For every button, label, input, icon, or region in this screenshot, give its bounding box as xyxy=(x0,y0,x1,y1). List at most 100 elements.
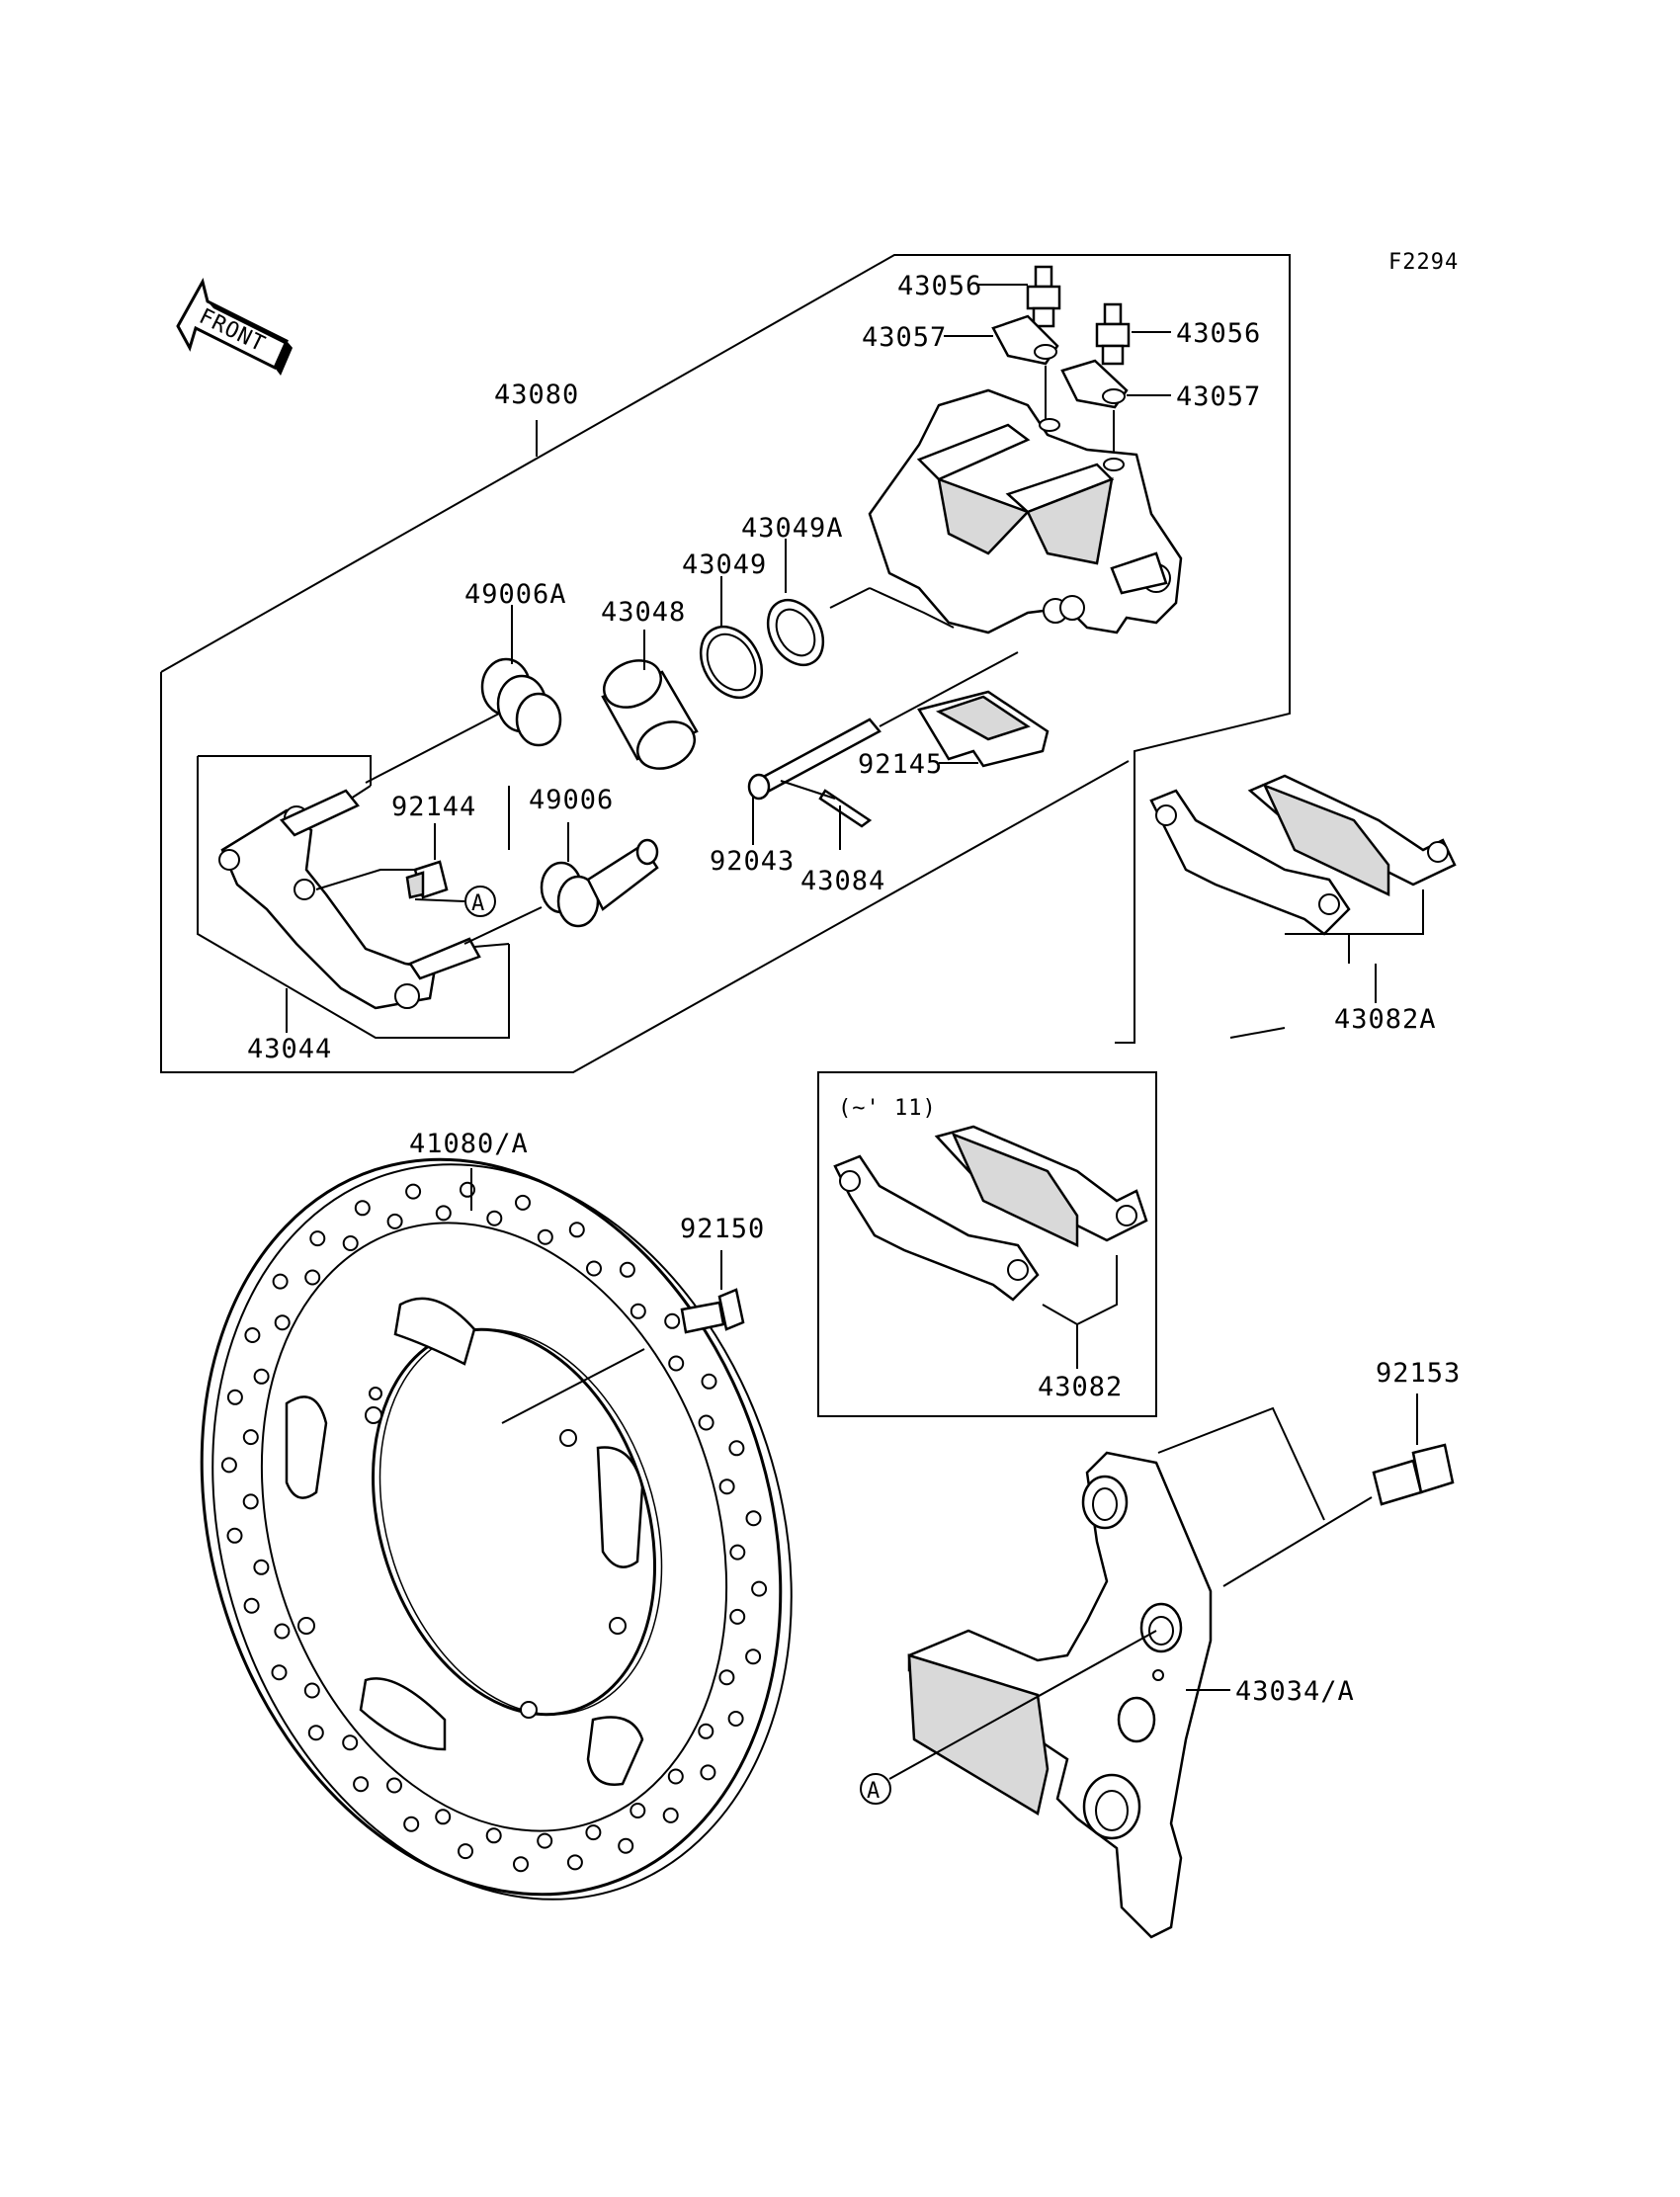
disc-vent-hole xyxy=(729,1544,746,1561)
disc-vent-hole xyxy=(435,1809,452,1825)
callout-a-upper xyxy=(464,886,496,917)
caliper-holder-43034a xyxy=(907,1451,1213,1939)
disc-vent-hole xyxy=(342,1734,359,1751)
disc-vent-hole xyxy=(243,1597,260,1614)
disc-vent-hole xyxy=(307,1725,324,1741)
label-92145: 92145 xyxy=(858,749,943,780)
disc-vent-hole xyxy=(618,1837,634,1854)
bleeder-valve-lower xyxy=(1095,302,1131,366)
bolt-92150 xyxy=(680,1288,745,1334)
label-43082a: 43082A xyxy=(1334,1004,1437,1035)
disc-vent-hole xyxy=(242,1493,259,1510)
label-43056-upper: 43056 xyxy=(897,271,982,301)
disc-vent-hole xyxy=(226,1389,243,1405)
pad-variant-note: (~' 11) xyxy=(838,1096,937,1121)
piston-43048 xyxy=(601,659,699,770)
disc-vent-hole xyxy=(353,1776,370,1793)
brake-pads-43082 xyxy=(833,1125,1148,1302)
disc-vent-hole xyxy=(242,1429,259,1446)
callout-a-lower-label: A xyxy=(867,1779,881,1804)
callout-a-lower xyxy=(860,1773,891,1805)
label-43049a: 43049A xyxy=(741,513,844,544)
label-41080a: 41080/A xyxy=(409,1129,529,1159)
label-92153: 92153 xyxy=(1376,1358,1461,1389)
disc-vent-hole xyxy=(662,1807,679,1823)
disc-vent-hole xyxy=(304,1269,321,1286)
bleeder-valve-upper xyxy=(1026,265,1061,328)
disc-vent-hole xyxy=(274,1623,291,1640)
disc-vent-hole xyxy=(537,1228,553,1245)
brake-disc-41080a xyxy=(200,1157,793,1901)
disc-vent-hole xyxy=(253,1559,270,1575)
disc-vent-hole xyxy=(700,1764,716,1781)
disc-vent-hole xyxy=(485,1827,502,1844)
disc-vent-hole xyxy=(586,1260,602,1277)
disc-vent-hole xyxy=(630,1803,646,1818)
label-43080: 43080 xyxy=(494,380,579,410)
label-43049: 43049 xyxy=(682,549,767,580)
disc-vent-hole xyxy=(718,1479,735,1495)
bleeder-cap-upper xyxy=(991,314,1059,366)
label-49006a: 49006A xyxy=(464,579,567,610)
clip-92144 xyxy=(405,860,449,899)
boot-49006a xyxy=(480,657,562,747)
disc-vent-hole xyxy=(513,1856,529,1873)
disc-vent-hole xyxy=(701,1373,717,1390)
disc-vent-hole xyxy=(718,1669,735,1686)
disc-vent-hole xyxy=(386,1777,402,1794)
label-43082: 43082 xyxy=(1038,1372,1123,1402)
disc-vent-hole xyxy=(354,1200,371,1217)
disc-vent-hole xyxy=(537,1832,553,1849)
label-43057-lower: 43057 xyxy=(1176,381,1261,412)
disc-vent-hole xyxy=(698,1723,714,1739)
piston-seal-43049a xyxy=(766,598,825,667)
pad-variant-box xyxy=(817,1071,1157,1417)
disc-vent-hole xyxy=(619,1261,635,1278)
disc-vent-hole xyxy=(309,1230,326,1247)
label-92144: 92144 xyxy=(391,792,476,822)
disc-vent-hole xyxy=(630,1303,646,1319)
disc-vent-hole xyxy=(729,1608,746,1625)
disc-vent-hole xyxy=(403,1816,420,1832)
disc-vent-hole xyxy=(253,1368,270,1385)
disc-vent-hole xyxy=(272,1273,289,1290)
bracket-subbox xyxy=(198,755,372,786)
bleeder-cap-lower xyxy=(1060,359,1129,409)
disc-vent-hole xyxy=(386,1213,403,1229)
callout-a-upper-label: A xyxy=(471,891,485,916)
caliper-body xyxy=(868,388,1183,634)
disc-vent-hole xyxy=(566,1854,583,1871)
disc-vent-hole xyxy=(405,1183,422,1200)
label-43034a: 43034/A xyxy=(1235,1676,1355,1707)
caliper-bracket-43044 xyxy=(218,789,481,1010)
caliper-assembly-outline xyxy=(160,254,1291,1044)
bolt-92153 xyxy=(1372,1443,1455,1506)
disc-vent-hole xyxy=(667,1768,684,1785)
disc-vent-holes xyxy=(220,1181,768,1873)
disc-vent-hole xyxy=(220,1457,237,1474)
disc-vent-hole xyxy=(664,1312,681,1329)
disc-vent-hole xyxy=(342,1235,359,1251)
disc-vent-hole xyxy=(274,1314,291,1331)
disc-vent-hole xyxy=(303,1682,320,1699)
disc-vent-hole xyxy=(745,1510,762,1527)
label-43044: 43044 xyxy=(247,1034,332,1064)
label-92150: 92150 xyxy=(680,1214,765,1244)
boot-49006 xyxy=(540,838,659,928)
disc-vent-hole xyxy=(271,1664,288,1681)
brake-pads-43082a xyxy=(1149,774,1457,936)
disc-vent-hole xyxy=(458,1843,473,1860)
disc-vent-hole xyxy=(728,1440,745,1457)
label-43057-upper: 43057 xyxy=(862,322,947,353)
disc-vent-hole xyxy=(244,1327,261,1343)
disc-vent-hole xyxy=(435,1205,452,1222)
clip-43084 xyxy=(818,789,873,828)
label-43056-lower: 43056 xyxy=(1176,318,1261,349)
label-92043: 92043 xyxy=(710,846,795,877)
figure-code: F2294 xyxy=(1388,250,1459,275)
disc-vent-hole xyxy=(585,1824,602,1841)
label-49006: 49006 xyxy=(529,785,614,815)
disc-vent-hole xyxy=(515,1194,531,1211)
dust-seal-43049 xyxy=(699,625,764,700)
